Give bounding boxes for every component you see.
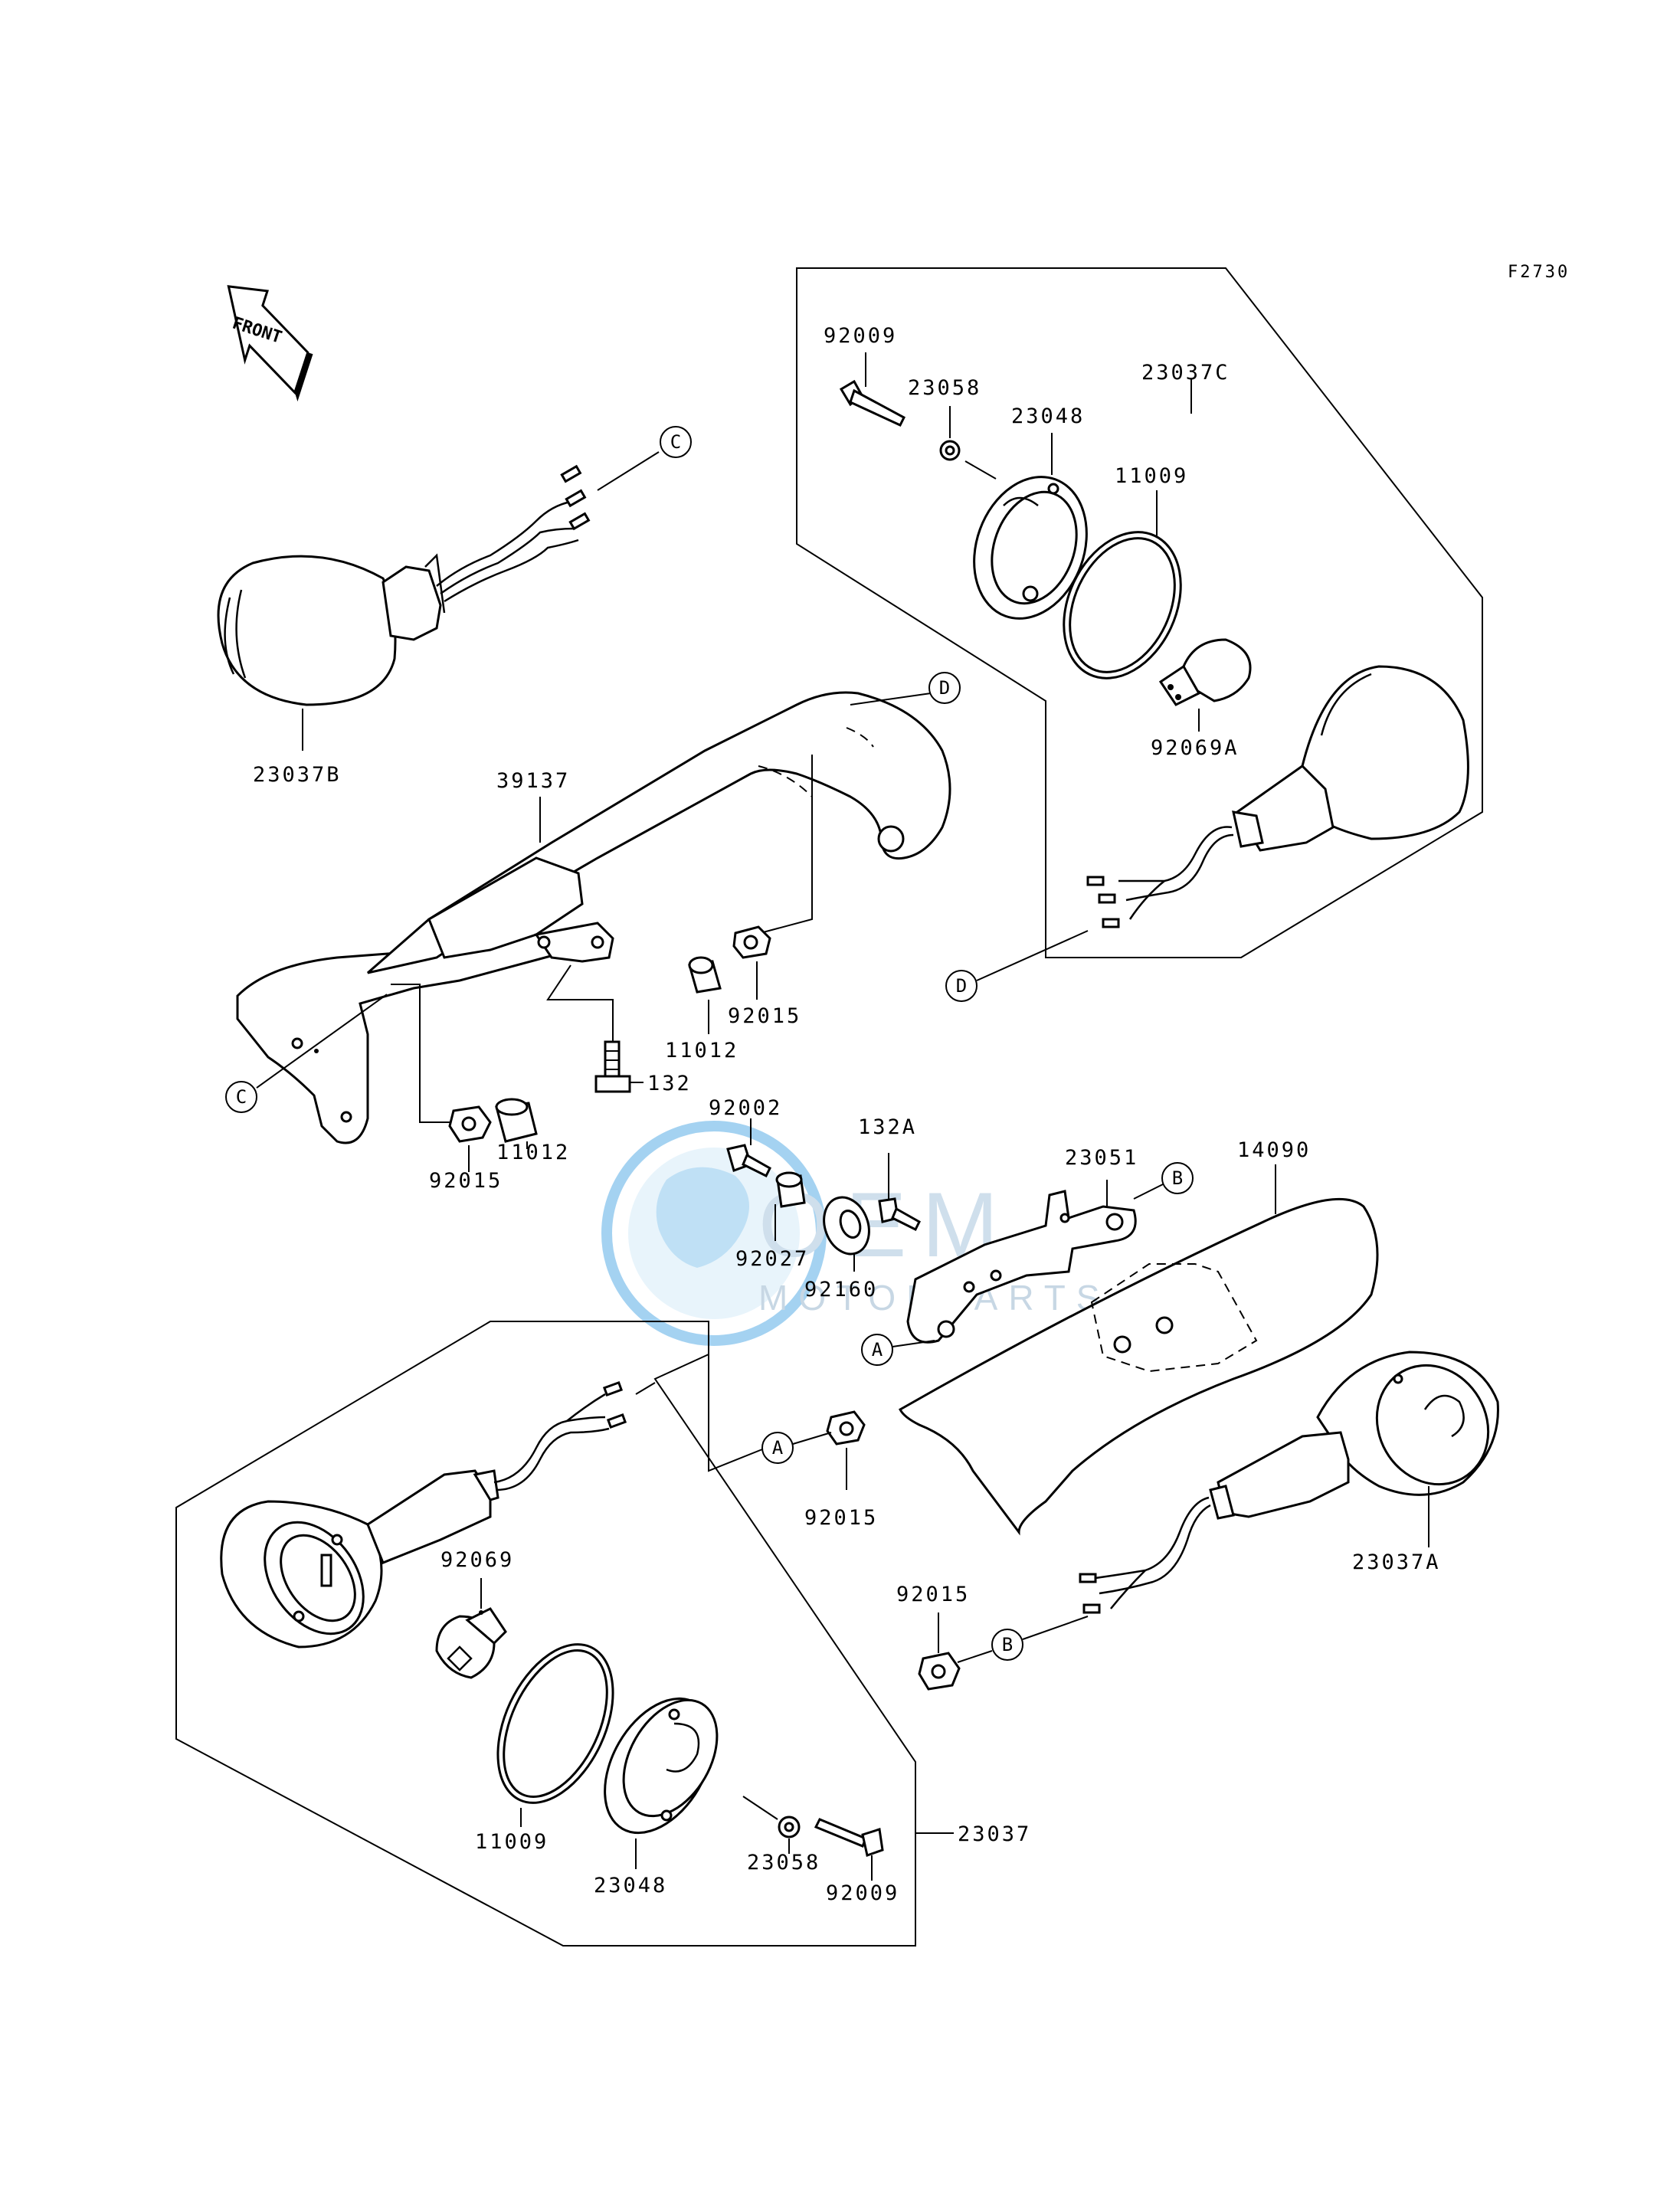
callout-132A: 132A [858, 1115, 917, 1139]
callout-11012-mid: 11012 [665, 1039, 738, 1062]
callout-23037: 23037 [958, 1822, 1031, 1846]
bolt-132 [594, 1040, 631, 1093]
callout-39137: 39137 [496, 769, 570, 793]
turn-signal-23037A [1079, 1351, 1499, 1614]
callout-92015-left: 92015 [429, 1169, 503, 1193]
diagram-code: F2730 [1508, 263, 1570, 282]
bolt-92002 [726, 1144, 771, 1178]
watermark-logo: OEM MOTORPARTS [601, 1121, 1099, 1346]
nut-92015-A [826, 1410, 866, 1446]
gasket-11009-top [1063, 531, 1182, 679]
callout-11009-top: 11009 [1115, 464, 1188, 488]
ref-d-low: D [945, 970, 978, 1002]
callout-23048-top: 23048 [1011, 404, 1085, 428]
gasket-11009-low [496, 1643, 614, 1804]
callout-14090: 14090 [1237, 1138, 1311, 1162]
callout-23058-low: 23058 [747, 1851, 820, 1874]
bulb-92069 [435, 1607, 507, 1679]
turn-signal-23037 [220, 1380, 627, 1649]
ref-b-right: B [1161, 1162, 1194, 1194]
screw-92009-low [814, 1818, 884, 1857]
bulb-92069A [1158, 638, 1252, 706]
washer-23058-top [939, 440, 961, 461]
svg-text:B: B [1002, 1634, 1013, 1655]
washer-23058-low [778, 1816, 801, 1838]
callout-23048-low: 23048 [594, 1874, 667, 1897]
nut-92015-mid [732, 925, 771, 959]
callout-23037B: 23037B [253, 763, 342, 787]
callout-23037C: 23037C [1141, 361, 1230, 385]
rear-fender-14090 [899, 1197, 1379, 1536]
callout-23051: 23051 [1065, 1146, 1138, 1170]
lens-cover-23048-top [973, 476, 1088, 620]
ref-a-low: A [761, 1432, 794, 1464]
callout-23037A: 23037A [1352, 1550, 1441, 1574]
callout-92009-low: 92009 [826, 1881, 899, 1905]
kit-frame-top-right [796, 267, 1483, 958]
callout-92015-A: 92015 [804, 1506, 878, 1530]
collar-11012-low [495, 1098, 538, 1143]
ref-d-top: D [928, 672, 961, 704]
callout-11012-low: 11012 [496, 1141, 570, 1164]
svg-text:D: D [956, 975, 967, 997]
svg-text:C: C [670, 431, 681, 453]
callout-92160: 92160 [804, 1278, 878, 1302]
callout-92027: 92027 [735, 1247, 809, 1271]
nut-92015-left [448, 1105, 492, 1143]
svg-text:D: D [939, 677, 950, 699]
turn-signal-23037B [217, 464, 591, 751]
callout-132: 132 [647, 1072, 692, 1095]
collar-92027 [775, 1171, 806, 1208]
bolt-132A [878, 1197, 921, 1232]
svg-text:B: B [1172, 1167, 1183, 1189]
callout-92069: 92069 [440, 1548, 514, 1572]
callout-92015-mid: 92015 [728, 1004, 801, 1028]
kit-frame-bottom-left [175, 1321, 916, 1947]
collar-11012-mid [688, 956, 722, 994]
turn-signal-23037C [1086, 665, 1469, 928]
nut-92015-B [918, 1652, 961, 1691]
front-arrow-icon: FRONT [227, 285, 313, 402]
ref-c-left: C [225, 1081, 257, 1113]
ref-b-low: B [991, 1629, 1023, 1661]
ref-c-top: C [660, 426, 692, 458]
grommet-92160 [823, 1196, 870, 1256]
svg-text:A: A [872, 1339, 883, 1360]
ref-a-mid: A [861, 1334, 893, 1366]
callout-92002: 92002 [709, 1096, 782, 1120]
svg-text:C: C [236, 1086, 247, 1108]
callout-92015-B: 92015 [896, 1583, 970, 1606]
lens-cover-23048-low [604, 1697, 719, 1835]
callout-23058-top: 23058 [908, 376, 981, 400]
screw-92009-top [839, 379, 905, 427]
callout-92069A: 92069A [1151, 736, 1240, 760]
bracket-23051 [906, 1190, 1137, 1344]
callout-11009-low: 11009 [475, 1830, 549, 1854]
bracket-39137 [236, 691, 951, 1144]
svg-text:A: A [772, 1437, 784, 1459]
callout-92009-top: 92009 [824, 324, 897, 348]
